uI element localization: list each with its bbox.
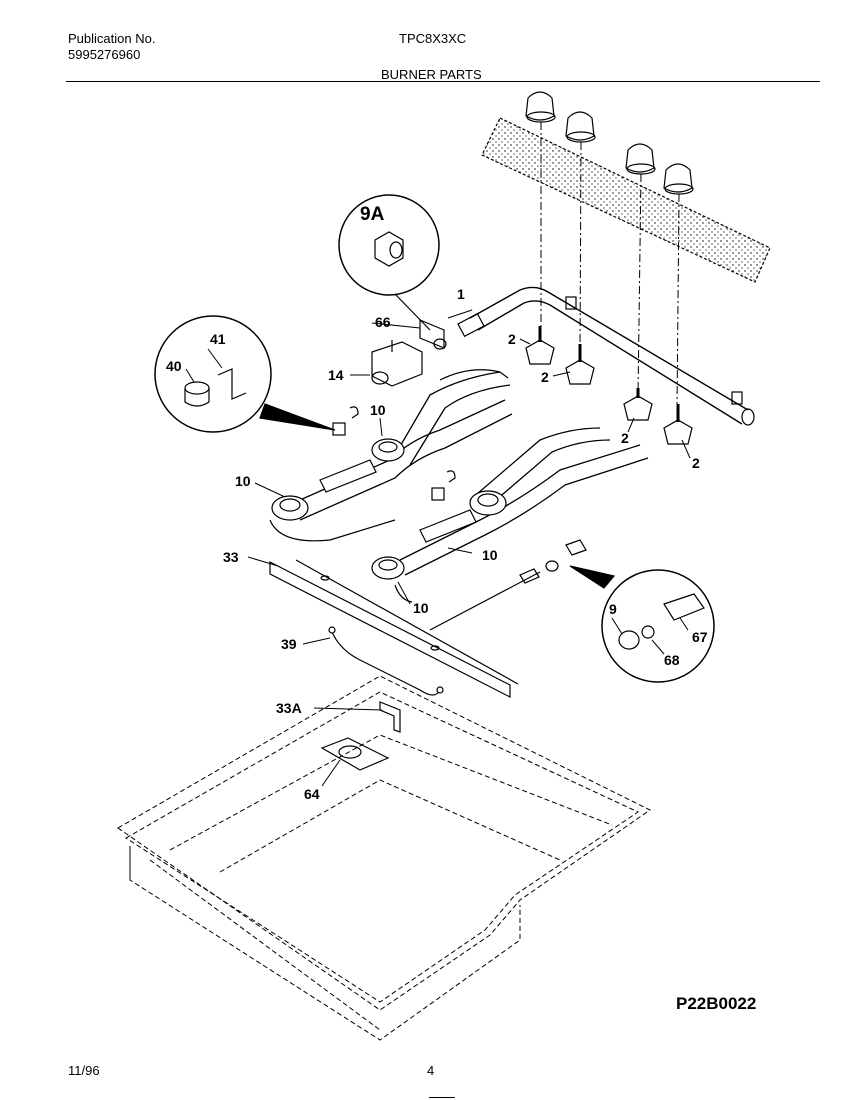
model-number: TPC8X3XC bbox=[399, 31, 467, 46]
callout-33: 33 bbox=[223, 549, 239, 565]
publication-label: Publication No. bbox=[68, 31, 156, 46]
footer-page: 4 bbox=[427, 1063, 435, 1078]
publication-number: 5995276960 bbox=[68, 47, 141, 62]
callout-39: 39 bbox=[281, 636, 297, 652]
footer-date: 11/96 bbox=[68, 1063, 100, 1078]
section-title: BURNER PARTS bbox=[381, 67, 482, 82]
callout-41: 41 bbox=[210, 331, 226, 347]
regulator bbox=[371, 340, 423, 387]
callout-67: 67 bbox=[692, 629, 708, 645]
callout-9: 9 bbox=[609, 601, 617, 617]
figure-code: P22B0022 bbox=[676, 994, 757, 1013]
header-rule bbox=[66, 81, 820, 82]
bracket-66 bbox=[419, 319, 447, 350]
callout-10-top: 10 bbox=[370, 402, 386, 418]
callout-2-first: 2 bbox=[508, 331, 516, 347]
callout-10-bottom: 10 bbox=[413, 600, 429, 616]
manifold-pipe bbox=[457, 286, 755, 426]
burner-box bbox=[117, 675, 651, 1041]
callout-1: 1 bbox=[457, 286, 465, 302]
callout-64: 64 bbox=[304, 786, 320, 802]
inset-40-41 bbox=[154, 315, 336, 433]
callout-10-left: 10 bbox=[235, 473, 251, 489]
valves bbox=[525, 326, 693, 445]
callout-2-second: 2 bbox=[541, 369, 549, 385]
left-burners bbox=[269, 369, 513, 542]
callout-66: 66 bbox=[375, 314, 391, 330]
callout-33a: 33A bbox=[276, 700, 302, 716]
callout-10-right: 10 bbox=[482, 547, 498, 563]
thermocouple-wire bbox=[328, 626, 444, 696]
control-panel-shield bbox=[481, 117, 771, 283]
callout-2-fourth: 2 bbox=[692, 455, 700, 471]
callout-68: 68 bbox=[664, 652, 680, 668]
clip-33a bbox=[379, 701, 401, 733]
orifice-fittings bbox=[429, 539, 587, 631]
burner-support bbox=[269, 559, 519, 698]
right-burners bbox=[371, 427, 649, 603]
callout-14: 14 bbox=[328, 367, 344, 383]
callout-9a: 9A bbox=[360, 204, 385, 225]
footer-rule bbox=[429, 1097, 455, 1098]
callout-40: 40 bbox=[166, 358, 182, 374]
seal-plate bbox=[320, 737, 390, 771]
inset-9a bbox=[338, 194, 440, 331]
callout-2-third: 2 bbox=[621, 430, 629, 446]
inset-9-67-68 bbox=[569, 565, 715, 683]
